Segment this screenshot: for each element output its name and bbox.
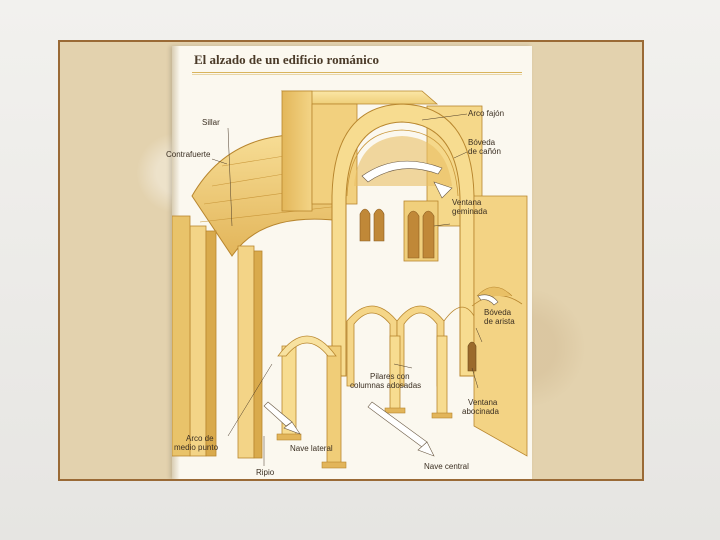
pillars (276, 335, 453, 469)
label-boveda-canon-line2: de cañón (468, 147, 501, 156)
label-nave-lateral: Nave lateral (290, 444, 333, 453)
label-sillar: Sillar (202, 118, 220, 127)
page-title: El alzado de un edificio románico (194, 52, 380, 67)
book-page: El alzado de un edificio románico (166, 46, 532, 479)
title-rule-secondary (192, 74, 522, 75)
label-arco-fajon: Arco fajón (468, 109, 505, 118)
label-arrows (263, 160, 499, 457)
romanesque-building-illustration (172, 90, 528, 469)
label-arco-medio-punto-line2: medio punto (174, 443, 219, 452)
label-ventana-geminada-line1: Ventana (452, 198, 482, 207)
label-ventana-abocinada-line2: abocinada (462, 407, 499, 416)
label-ventana-geminada-line2: geminada (452, 207, 488, 216)
label-arco-medio-punto-line1: Arco de (186, 434, 214, 443)
label-contrafuerte: Contrafuerte (166, 150, 211, 159)
label-boveda-canon-line1: Bóveda (468, 138, 496, 147)
buttresses (172, 215, 263, 459)
parchment-frame: El alzado de un edificio románico (58, 40, 644, 481)
label-boveda-arista-line1: Bóveda (484, 308, 512, 317)
geminate-window (359, 200, 439, 262)
label-pilares-line2: columnas adosadas (350, 381, 422, 390)
label-nave-central: Nave central (424, 462, 469, 471)
splayed-window (467, 341, 477, 372)
label-ventana-abocinada-line1: Ventana (468, 398, 498, 407)
label-boveda-arista-line2: de arista (484, 317, 515, 326)
arcade-arches (346, 305, 475, 387)
upper-wall-face (281, 90, 313, 212)
title-rule (192, 72, 522, 73)
label-ripio: Ripio (256, 468, 275, 477)
round-arch (277, 335, 337, 357)
leader-lines (211, 113, 483, 466)
right-aisle (467, 195, 528, 457)
label-pilares-line1: Pilares con (370, 372, 410, 381)
